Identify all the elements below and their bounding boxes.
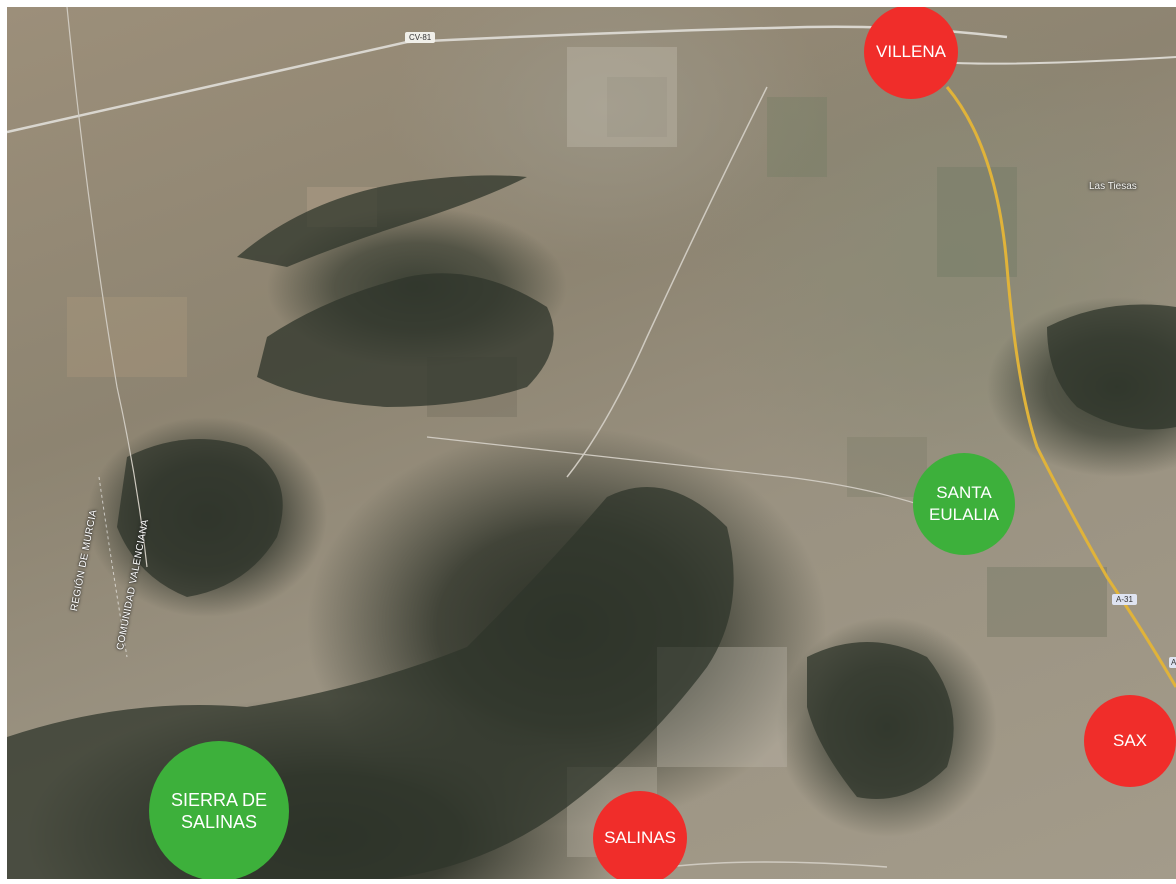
marker-sax[interactable]: SAX xyxy=(1084,695,1176,787)
marker-label: SAX xyxy=(1112,731,1148,750)
region-boundary-line xyxy=(98,476,128,658)
marker-santa-eulalia[interactable]: SANTA EULALIA xyxy=(913,453,1015,555)
marker-villena[interactable]: VILLENA xyxy=(864,7,958,99)
marker-salinas[interactable]: SALINAS xyxy=(593,791,687,879)
marker-label: VILLENA xyxy=(876,42,946,61)
road-shield-a31-edge: A xyxy=(1169,657,1176,668)
marker-label: SALINAS xyxy=(604,828,676,847)
terrain-layer xyxy=(7,7,1176,879)
road-shield-a31: A-31 xyxy=(1112,594,1137,605)
satellite-map[interactable]: CV-81 A-31 A Las Tiesas REGIÓN DE MURCIA… xyxy=(7,7,1176,879)
road-shield-cv81: CV-81 xyxy=(405,32,436,43)
marker-label: SIERRA DE SALINAS xyxy=(170,790,268,832)
place-label-las-tiesas: Las Tiesas xyxy=(1089,181,1137,192)
marker-label: SANTA EULALIA xyxy=(929,483,999,524)
marker-sierra-de-salinas[interactable]: SIERRA DE SALINAS xyxy=(149,741,289,879)
